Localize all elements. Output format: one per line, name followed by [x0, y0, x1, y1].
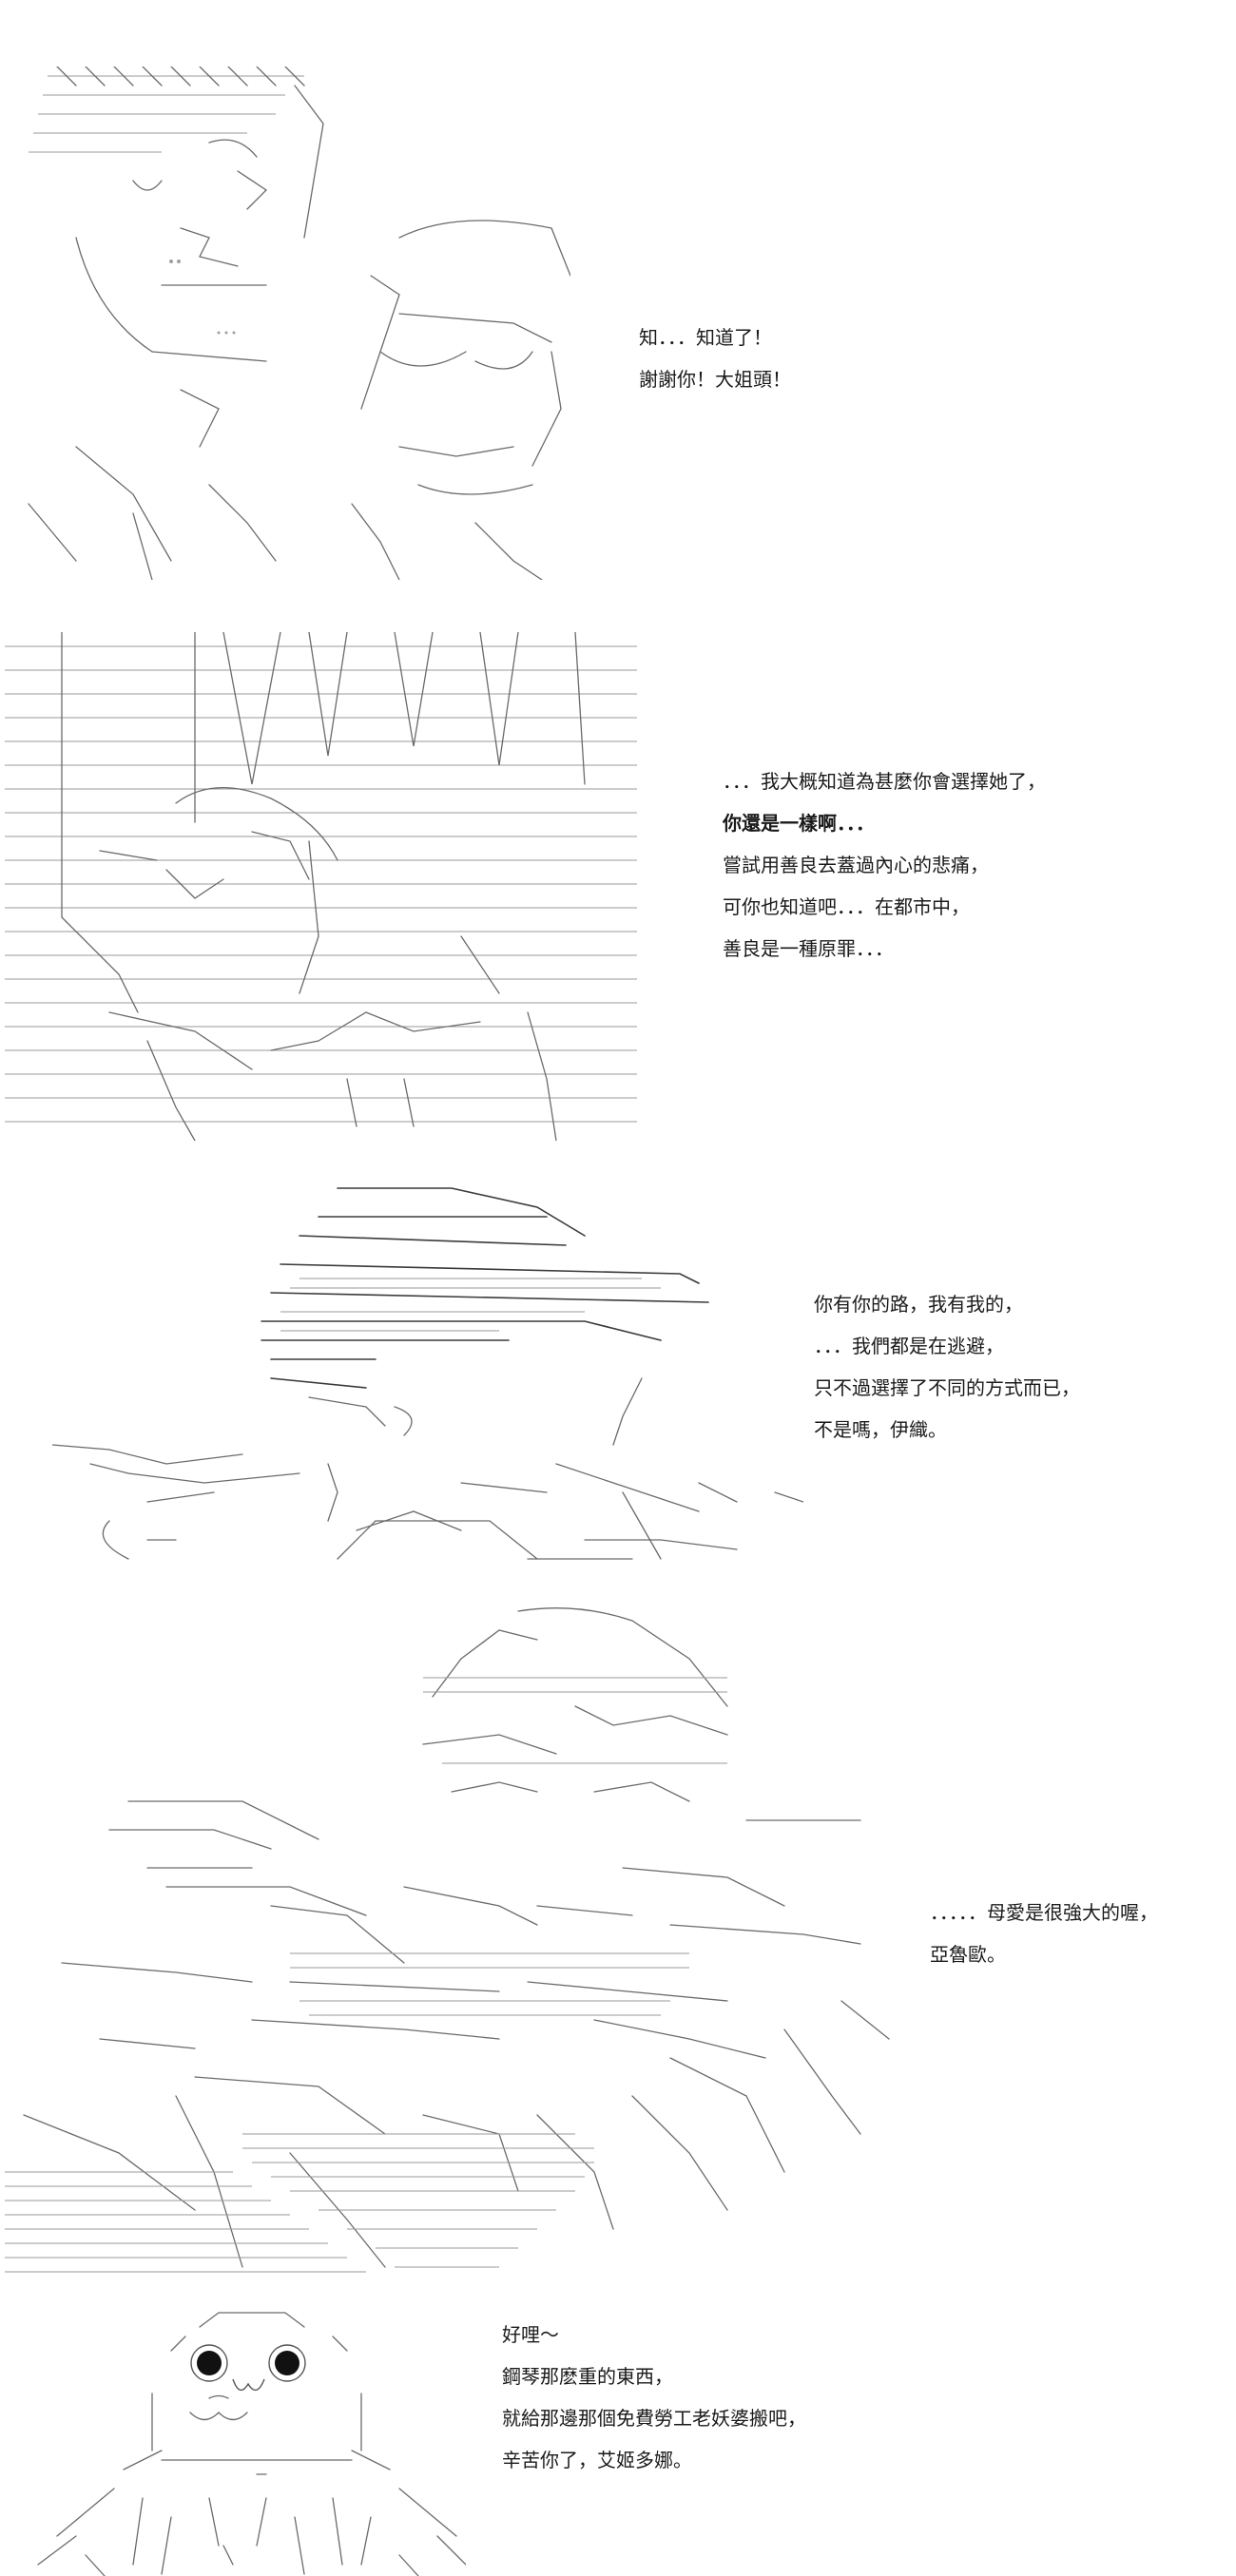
panel-5: 好哩～ 鋼琴那麽重的東西， 就給那邊那個免費勞工老妖婆搬吧， 辛苦你了，艾姬多娜…: [0, 2300, 1236, 2576]
dialog-line: ．．．．．母愛是很強大的喔，: [930, 1901, 1158, 1924]
dialog-line: 謝謝你！大姐頭！: [639, 368, 791, 391]
ascii-art-spider-figure: [5, 1602, 917, 2291]
dialog-line: 嘗試用善良去蓋過內心的悲痛，: [723, 854, 989, 876]
ascii-art-hat-figure: [52, 1179, 803, 1568]
eye-right-icon: [275, 2351, 299, 2375]
panel-3: 你有你的路，我有我的， ．．．我們都是在逃避， 只不過選擇了不同的方式而已， 不…: [0, 1160, 1236, 1568]
dialog-line: 就給那邊那個免費勞工老妖婆搬吧，: [502, 2407, 806, 2430]
dialog-line: 可你也知道吧．．．在都市中，: [723, 895, 970, 918]
dialog-line: 好哩～: [502, 2323, 559, 2346]
dialog-line: 善良是一種原罪．．．: [723, 937, 894, 960]
dialog-line: 你有你的路，我有我的，: [814, 1293, 1023, 1316]
ascii-art-two-figures: [19, 67, 570, 580]
eye-left-icon: [197, 2351, 222, 2375]
dialog-line: 不是嗎，伊織。: [814, 1418, 947, 1441]
panel-4: ．．．．．母愛是很強大的喔， 亞魯歐。: [0, 1597, 1236, 2300]
ascii-art-city-figure: [5, 632, 637, 1141]
dialog-line: ．．．我大概知道為甚麼你會選擇她了，: [723, 770, 1046, 793]
dialog-panel-5: 好哩～ 鋼琴那麽重的東西， 就給那邊那個免費勞工老妖婆搬吧， 辛苦你了，艾姬多娜…: [502, 2325, 806, 2492]
dialog-panel-2: ．．．我大概知道為甚麼你會選擇她了， 你還是一樣啊．．． 嘗試用善良去蓋過內心的…: [723, 772, 1046, 981]
dialog-line: 鋼琴那麽重的東西，: [502, 2365, 673, 2388]
dialog-line: 亞魯歐。: [930, 1943, 1006, 1966]
panel-2: ．．．我大概知道為甚麼你會選擇她了， 你還是一樣啊．．． 嘗試用善良去蓋過內心的…: [0, 627, 1236, 1160]
dialog-panel-3: 你有你的路，我有我的， ．．．我們都是在逃避， 只不過選擇了不同的方式而已， 不…: [814, 1295, 1080, 1462]
dialog-line: 只不過選擇了不同的方式而已，: [814, 1376, 1080, 1399]
dialog-line: ．．．我們都是在逃避，: [814, 1335, 1004, 1357]
ascii-art-octopus-mascot: [19, 2308, 466, 2576]
panel-1: 知．．．知道了！ 謝謝你！大姐頭！: [0, 0, 1236, 589]
dialog-line: 辛苦你了，艾姬多娜。: [502, 2449, 692, 2471]
dialog-panel-4: ．．．．．母愛是很強大的喔， 亞魯歐。: [930, 1903, 1158, 1987]
dialog-line: 你還是一樣啊．．．: [723, 812, 875, 835]
dialog-line: 知．．．知道了！: [639, 326, 772, 349]
dialog-panel-1: 知．．．知道了！ 謝謝你！大姐頭！: [639, 328, 791, 412]
